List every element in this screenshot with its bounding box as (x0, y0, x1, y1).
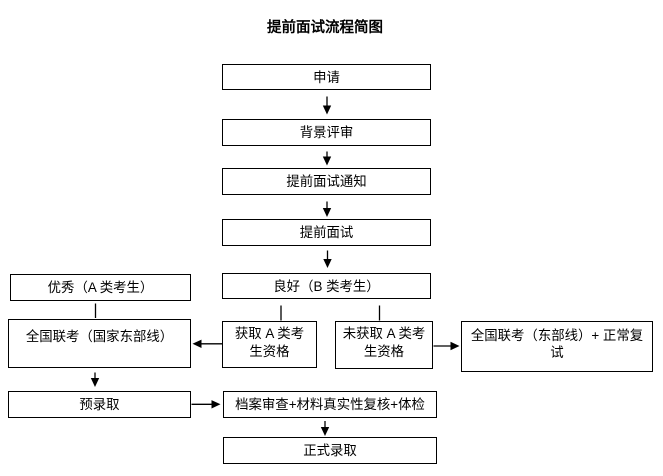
node-formal-admission: 正式录取 (223, 437, 437, 464)
arrow-national-exam-to-pre-admission (90, 372, 100, 387)
arrow-interview-to-good (323, 250, 332, 268)
node-interview-notice: 提前面试通知 (222, 168, 431, 195)
arrow-notice-to-interview (322, 201, 332, 217)
arrow-pre-admission-to-archive (191, 400, 221, 409)
node-apply-label: 申请 (313, 69, 340, 85)
node-not-qualified-a-label: 未获取 A 类考 生资格 (342, 326, 426, 359)
arrow-review-to-notice (322, 151, 332, 166)
node-apply: 申请 (222, 64, 431, 90)
node-national-exam-east: 全国联考（国家东部线） (8, 319, 191, 368)
node-qualified-a-label: 获取 A 类考 生资格 (234, 326, 305, 359)
node-interview-label: 提前面试 (299, 225, 354, 240)
node-background-review: 背景评审 (222, 119, 431, 146)
node-excellent-a-label: 优秀（A 类考生） (47, 280, 154, 295)
arrow-apply-to-review (322, 96, 332, 115)
node-national-exam-east-label: 全国联考（国家东部线） (25, 329, 174, 344)
arrow-archive-to-formal (320, 421, 330, 436)
node-background-review-label: 背景评审 (299, 125, 354, 140)
node-interview-notice-label: 提前面试通知 (286, 174, 367, 189)
node-qualified-a: 获取 A 类考 生资格 (222, 321, 317, 368)
node-pre-admission-label: 预录取 (79, 397, 120, 412)
node-archive-check: 档案审查+材料真实性复核+体检 (223, 391, 437, 418)
node-good-b-label: 良好（B 类考生） (273, 278, 380, 294)
node-east-line-retest-label: 全国联考（东部线）+ 正常复 试 (470, 328, 644, 361)
node-not-qualified-a: 未获取 A 类考 生资格 (335, 321, 433, 369)
node-excellent-a: 优秀（A 类考生） (10, 274, 191, 301)
node-pre-admission: 预录取 (8, 391, 191, 418)
node-east-line-retest: 全国联考（东部线）+ 正常复 试 (461, 321, 653, 372)
arrow-qualified-to-national-exam (192, 339, 222, 348)
node-interview: 提前面试 (222, 219, 431, 246)
node-good-b: 良好（B 类考生） (222, 273, 431, 299)
arrow-not-qualified-to-east-retest (433, 341, 460, 351)
diagram-title: 提前面试流程简图 (267, 20, 383, 36)
node-archive-check-label: 档案审查+材料真实性复核+体检 (235, 397, 425, 412)
node-formal-admission-label: 正式录取 (303, 443, 357, 458)
